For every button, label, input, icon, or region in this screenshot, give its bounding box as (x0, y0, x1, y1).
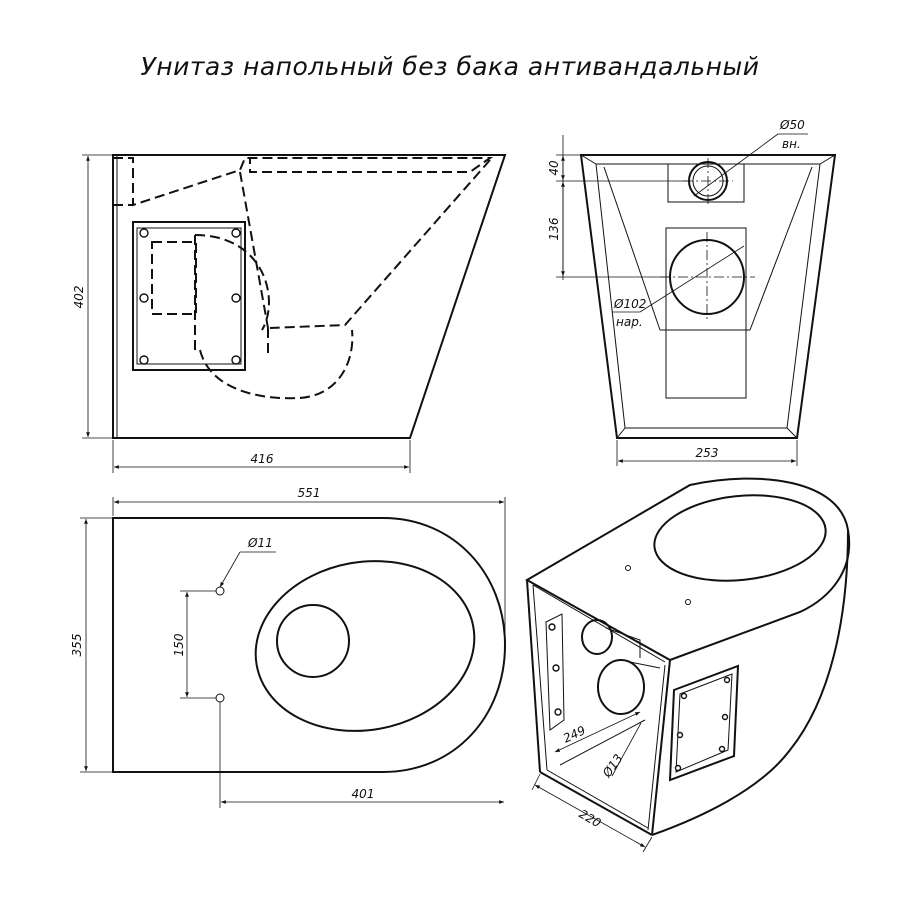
label-iso-hole: Ø13 (599, 752, 625, 781)
dim-hole-spacing: 150 (172, 633, 186, 656)
iso-pipe-small (581, 619, 613, 655)
bolt-icon (139, 293, 149, 303)
dim-side-width: 416 (251, 452, 274, 466)
dim-top-height: 355 (70, 634, 84, 657)
mount-hole-icon (215, 693, 225, 703)
side-access-panel (132, 221, 246, 371)
dim-front-top: 40 (547, 160, 561, 176)
top-drain (276, 604, 350, 678)
bolt-icon (231, 228, 241, 238)
top-outline (112, 517, 507, 773)
drawing-title: Унитаз напольный без бака антивандальный (140, 52, 760, 81)
dim-side-height: 402 (72, 286, 86, 309)
bolt-icon (231, 293, 241, 303)
side-outline (112, 154, 507, 439)
bolt-icon (139, 355, 149, 365)
dim-hole-to-front: 401 (352, 787, 375, 801)
iso-access-panel (668, 664, 740, 782)
top-view: Ø11 150 355 551 401 (70, 486, 507, 808)
iso-pipe-large (597, 659, 645, 715)
front-view: Ø50 вн. Ø102 нар. 40 136 253 (547, 118, 837, 466)
bolt-icon (231, 355, 241, 365)
label-pipe-large-note: нар. (616, 315, 643, 329)
top-bowl (254, 560, 476, 732)
label-pipe-large: Ø102 (613, 297, 646, 311)
dim-total-length: 551 (298, 486, 321, 500)
dim-front-width: 253 (696, 446, 719, 460)
bolt-icon (139, 228, 149, 238)
dim-iso-depth: 249 (561, 723, 588, 745)
iso-bowl-rim (653, 494, 827, 582)
dim-front-mid: 136 (547, 217, 561, 240)
side-view: 402 416 (72, 154, 507, 473)
label-pipe-small: Ø50 (779, 118, 805, 132)
isometric-view: 249 Ø13 220 (524, 477, 851, 853)
dim-iso-width: 220 (577, 807, 604, 831)
label-hole-diameter: Ø11 (247, 536, 273, 550)
iso-body-curve (651, 529, 849, 836)
iso-top (524, 477, 851, 662)
mount-hole-icon (215, 586, 225, 596)
label-pipe-small-note: вн. (782, 137, 801, 151)
